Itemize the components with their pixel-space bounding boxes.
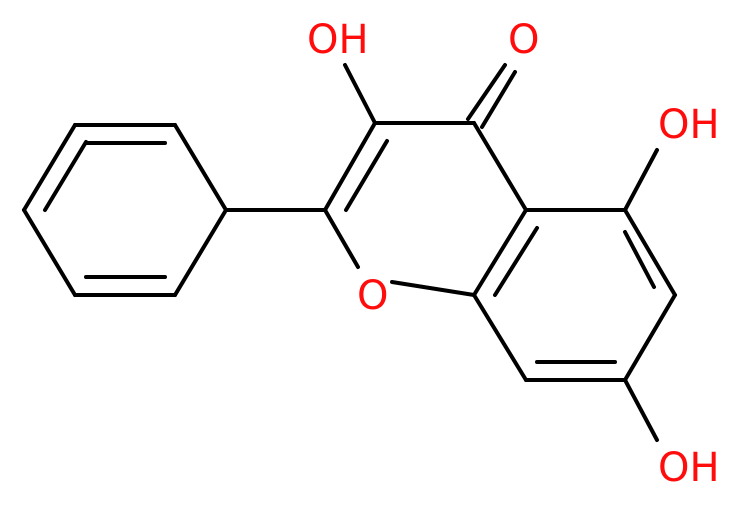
c4-c4a-bond — [472, 121, 528, 212]
c2-c3-inner-bond — [344, 139, 389, 212]
c5-c6-inner-bond — [623, 230, 656, 289]
oh-c3-label: OH — [307, 17, 369, 63]
c8-c8a-bond — [472, 293, 528, 382]
c8a-c4a-inner-bond — [493, 226, 539, 297]
phenyl-bond-2 — [173, 123, 228, 212]
oh-c5-label: OH — [658, 102, 720, 148]
c8a-c4a-bond — [472, 208, 528, 297]
c3-oh-bond — [343, 63, 377, 125]
phenyl-ring — [22, 123, 228, 297]
phenyl-inner-bond-6 — [43, 140, 88, 212]
c5-oh-bond — [623, 148, 659, 212]
pyranone-ring — [323, 121, 528, 297]
c2-c3-bond — [323, 121, 377, 212]
c2-o1-bond — [323, 208, 360, 269]
carbonyl-bond-2 — [480, 70, 517, 129]
ring-oxygen-label: O — [357, 273, 388, 319]
phenyl-bond-3 — [173, 208, 228, 297]
phenyl-bond-5 — [22, 208, 77, 297]
carbonyl-group — [466, 63, 517, 129]
c7-oh-bond — [623, 378, 659, 442]
carbonyl-oxygen-label: O — [508, 17, 539, 63]
carbonyl-bond-1 — [466, 63, 507, 121]
phenyl-bond-6 — [22, 123, 77, 212]
benzo-ring — [472, 208, 677, 382]
o1-c8a-bond — [390, 280, 476, 297]
oh-c7-label: OH — [658, 445, 720, 491]
c5-c6-bond — [623, 208, 677, 297]
c6-c7-bond — [623, 293, 677, 382]
